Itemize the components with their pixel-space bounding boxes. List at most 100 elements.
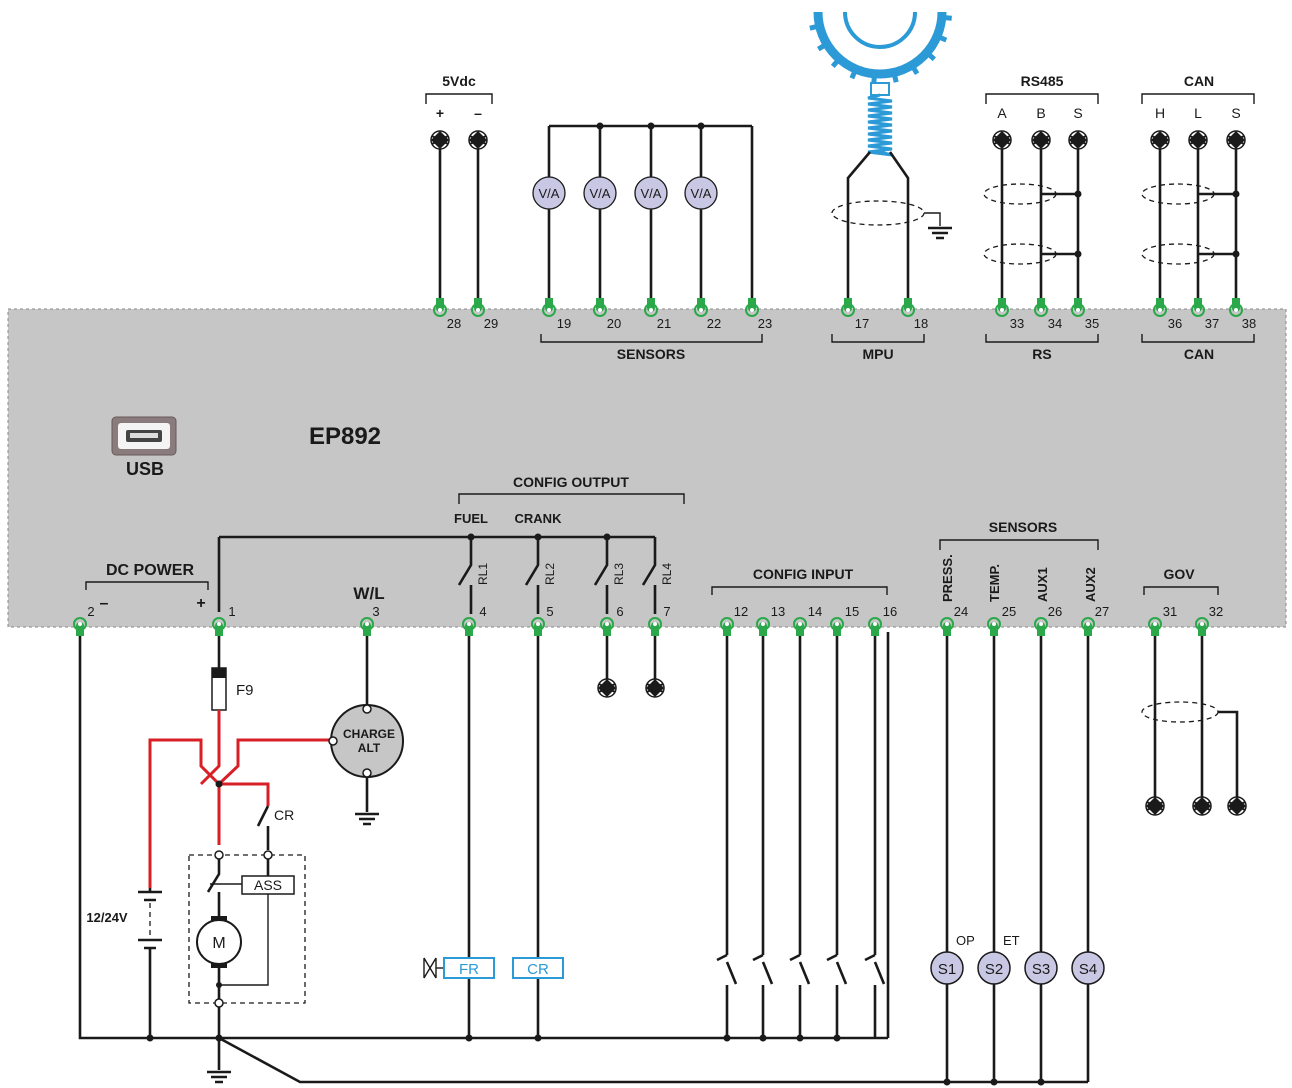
input-switch [870, 955, 880, 985]
terminal-25: 25 [1002, 604, 1016, 619]
terminal-connector [471, 298, 485, 317]
input-press: PRESS. [940, 554, 955, 602]
terminal-connector [868, 617, 882, 636]
terminal-14: 14 [808, 604, 822, 619]
va-gauge-label: V/A [691, 186, 712, 201]
input-switch [722, 955, 732, 985]
terminal-24: 24 [954, 604, 968, 619]
charge-alt-line1: CHARGE [343, 727, 395, 741]
terminal-connector [1229, 298, 1243, 317]
terminal-34: 34 [1048, 316, 1062, 331]
terminal-35: 35 [1085, 316, 1099, 331]
terminal-connector [940, 617, 954, 636]
sensor-sender [977, 951, 1011, 985]
fuel-label: FUEL [454, 511, 488, 526]
fuel-relay-coil [443, 957, 495, 979]
terminal-5: 5 [546, 604, 553, 619]
terminal-connector [1081, 617, 1095, 636]
lamp-symbol [645, 678, 665, 698]
can-pin-label: S [1231, 105, 1240, 121]
lamp-symbol [1145, 796, 1165, 816]
sensor-sender [1024, 951, 1058, 985]
lamp-symbol [1031, 130, 1051, 150]
dc-power-minus: – [100, 595, 109, 612]
terminal-29: 29 [484, 316, 498, 331]
va-gauge [684, 176, 718, 210]
crank-label: CRANK [515, 511, 563, 526]
va-gauge-label: V/A [641, 186, 662, 201]
terminal-connector [531, 617, 545, 636]
terminal-connector [987, 617, 1001, 636]
terminal-connector [73, 617, 87, 636]
terminal-37: 37 [1205, 316, 1219, 331]
terminal-connector [720, 617, 734, 636]
va-gauge [532, 176, 566, 210]
fuel-valve-icon [423, 957, 437, 979]
relay-label: RL3 [612, 563, 626, 585]
terminal-connector [694, 298, 708, 317]
terminal-27: 27 [1095, 604, 1109, 619]
sensors-top-label: SENSORS [617, 346, 685, 362]
power-5v-label: 5Vdc [442, 73, 476, 89]
terminal-26: 26 [1048, 604, 1062, 619]
terminal-28: 28 [447, 316, 461, 331]
config-input-label: CONFIG INPUT [753, 566, 854, 582]
terminal-2: 2 [87, 604, 94, 619]
input-aux2: AUX2 [1083, 567, 1098, 602]
sensor-sender [930, 951, 964, 985]
terminal-33: 33 [1010, 316, 1024, 331]
can-pin-label: H [1155, 105, 1165, 121]
terminal-12: 12 [734, 604, 748, 619]
va-gauge-label: V/A [590, 186, 611, 201]
sender-tag-op: OP [956, 933, 975, 948]
terminal-connector [1191, 298, 1205, 317]
can-pin-label: L [1194, 105, 1202, 121]
sensor-sender [1071, 951, 1105, 985]
terminal-7: 7 [663, 604, 670, 619]
rs-label: RS [1032, 346, 1051, 362]
terminal-17: 17 [855, 316, 869, 331]
charge-alt-line2: ALT [358, 741, 381, 755]
terminal-connector [1195, 617, 1209, 636]
terminal-36: 36 [1168, 316, 1182, 331]
input-aux1: AUX1 [1035, 567, 1050, 602]
terminal-connector [1034, 298, 1048, 317]
input-temp: TEMP. [987, 564, 1002, 602]
config-output-label: CONFIG OUTPUT [513, 474, 629, 490]
terminal-38: 38 [1242, 316, 1256, 331]
terminal-connector [1148, 617, 1162, 636]
controller-panel [7, 308, 1287, 628]
terminal-connector [841, 298, 855, 317]
lamp-symbol [1192, 796, 1212, 816]
lamp-symbol [597, 678, 617, 698]
terminal-23: 23 [758, 316, 772, 331]
relay-label: RL1 [476, 563, 490, 585]
sender-label: S3 [1032, 961, 1050, 978]
usb-label: USB [126, 459, 164, 479]
terminal-connector [901, 298, 915, 317]
terminal-connector [644, 298, 658, 317]
lamp-symbol [1227, 796, 1247, 816]
gear-icon [809, 11, 952, 84]
terminal-22: 22 [707, 316, 721, 331]
fuse-label: F9 [236, 682, 254, 699]
terminal-connector [648, 617, 662, 636]
ass-label: ASS [254, 877, 282, 893]
va-gauge [634, 176, 668, 210]
terminal-connector [360, 617, 374, 636]
mpu-label: MPU [862, 346, 893, 362]
terminal-connector [462, 617, 476, 636]
lamp-symbol [1150, 130, 1170, 150]
mpu-sensor [831, 82, 952, 306]
battery-label: 12/24V [86, 910, 128, 925]
input-switch [795, 955, 805, 985]
terminal-32: 32 [1209, 604, 1223, 619]
terminal-1: 1 [228, 604, 235, 619]
terminal-connector [793, 617, 807, 636]
terminal-13: 13 [771, 604, 785, 619]
terminal-connector [830, 617, 844, 636]
rs485-pin-label: A [997, 105, 1007, 121]
sender-label: S1 [938, 961, 956, 978]
power-5v-minus: – [474, 105, 482, 121]
